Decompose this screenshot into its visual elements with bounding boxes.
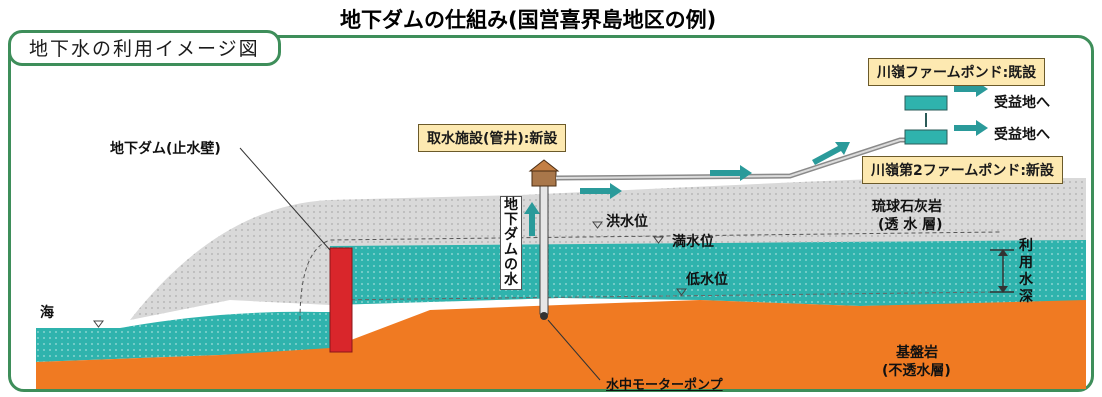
label-dam-water: 地下ダムの水 xyxy=(500,196,522,290)
label-limestone-note: (透 水 層) xyxy=(878,217,943,233)
diagram-frame xyxy=(8,35,1094,392)
label-bedrock-note: (不透水層) xyxy=(882,363,951,379)
label-beneficiary-1: 受益地へ xyxy=(994,95,1050,111)
pond-existing xyxy=(904,95,948,111)
label-beneficiary-2: 受益地へ xyxy=(994,127,1050,143)
label-intake: 取水施設(管井):新設 xyxy=(418,124,567,152)
flow-arrows xyxy=(524,81,988,236)
label-full-level: 満水位 xyxy=(672,234,714,250)
pond-new xyxy=(904,129,948,145)
pump-icon xyxy=(540,312,548,320)
cutoff-wall xyxy=(329,247,353,353)
label-pump: 水中モーターポンプ xyxy=(606,378,723,393)
panel-label-tab: 地下水の利用イメージ図 xyxy=(8,30,281,66)
intake-house xyxy=(531,169,557,187)
label-bedrock: 基盤岩 xyxy=(896,345,938,361)
label-dam-wall: 地下ダム(止水壁) xyxy=(110,141,221,157)
bedrock-layer xyxy=(36,300,1086,389)
intake-well xyxy=(539,183,549,315)
label-pond-existing: 川嶺ファームポンド:既設 xyxy=(868,58,1046,86)
diagram-title: 地下ダムの仕組み(国営喜界島地区の例) xyxy=(340,8,717,32)
label-limestone: 琉球石灰岩 xyxy=(872,199,942,215)
label-low-level: 低水位 xyxy=(686,272,728,288)
label-usable-depth: 利用水深 xyxy=(1019,238,1033,305)
label-flood-level: 洪水位 xyxy=(606,214,648,230)
label-sea: 海 xyxy=(40,305,54,321)
label-pond-new: 川嶺第2ファームポンド:新設 xyxy=(862,156,1063,184)
